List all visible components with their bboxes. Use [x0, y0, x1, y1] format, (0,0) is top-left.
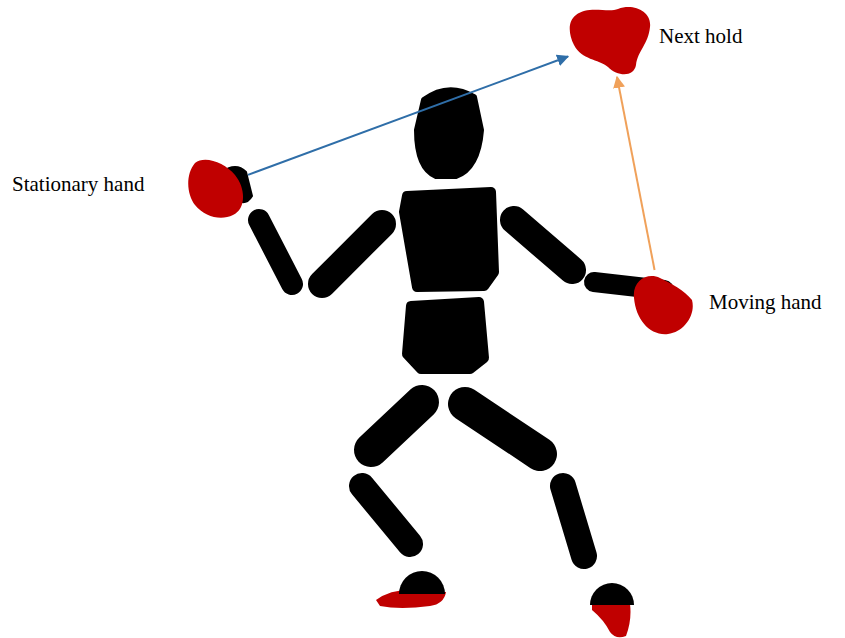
foot-hold: [592, 604, 631, 637]
hold-fill: [188, 160, 243, 218]
hold-label: Stationary hand: [12, 172, 144, 196]
left-upper-arm: [322, 224, 382, 284]
hold-label: Next hold: [659, 24, 742, 48]
right-foot: [590, 583, 634, 605]
hold-shape: Stationary hand: [185, 155, 248, 218]
label-wrap: Next hold: [659, 24, 742, 49]
right-thigh: [465, 404, 540, 454]
left-thigh: [371, 402, 422, 450]
hold-fill: [570, 7, 650, 74]
left-shin: [362, 486, 410, 544]
pelvis: [407, 302, 484, 369]
label-wrap: Stationary hand: [12, 172, 144, 197]
head: [417, 90, 481, 176]
hold-outline: [628, 270, 694, 336]
hold-fill: [634, 276, 693, 334]
right-upper-arm: [514, 220, 572, 270]
hold-outline: [185, 155, 248, 218]
torso: [404, 192, 494, 287]
hold-outline: [568, 5, 652, 77]
left-forearm: [259, 220, 292, 284]
hold-label: Moving hand: [709, 290, 822, 314]
hold-shape: Next hold: [568, 5, 652, 77]
left-foot: [399, 571, 445, 594]
label-wrap: Moving hand: [709, 290, 822, 315]
right-shin: [563, 486, 584, 556]
hold-shape: Moving hand: [628, 270, 694, 336]
reach-arrow: [248, 57, 568, 175]
reach-arrow: [617, 77, 655, 270]
